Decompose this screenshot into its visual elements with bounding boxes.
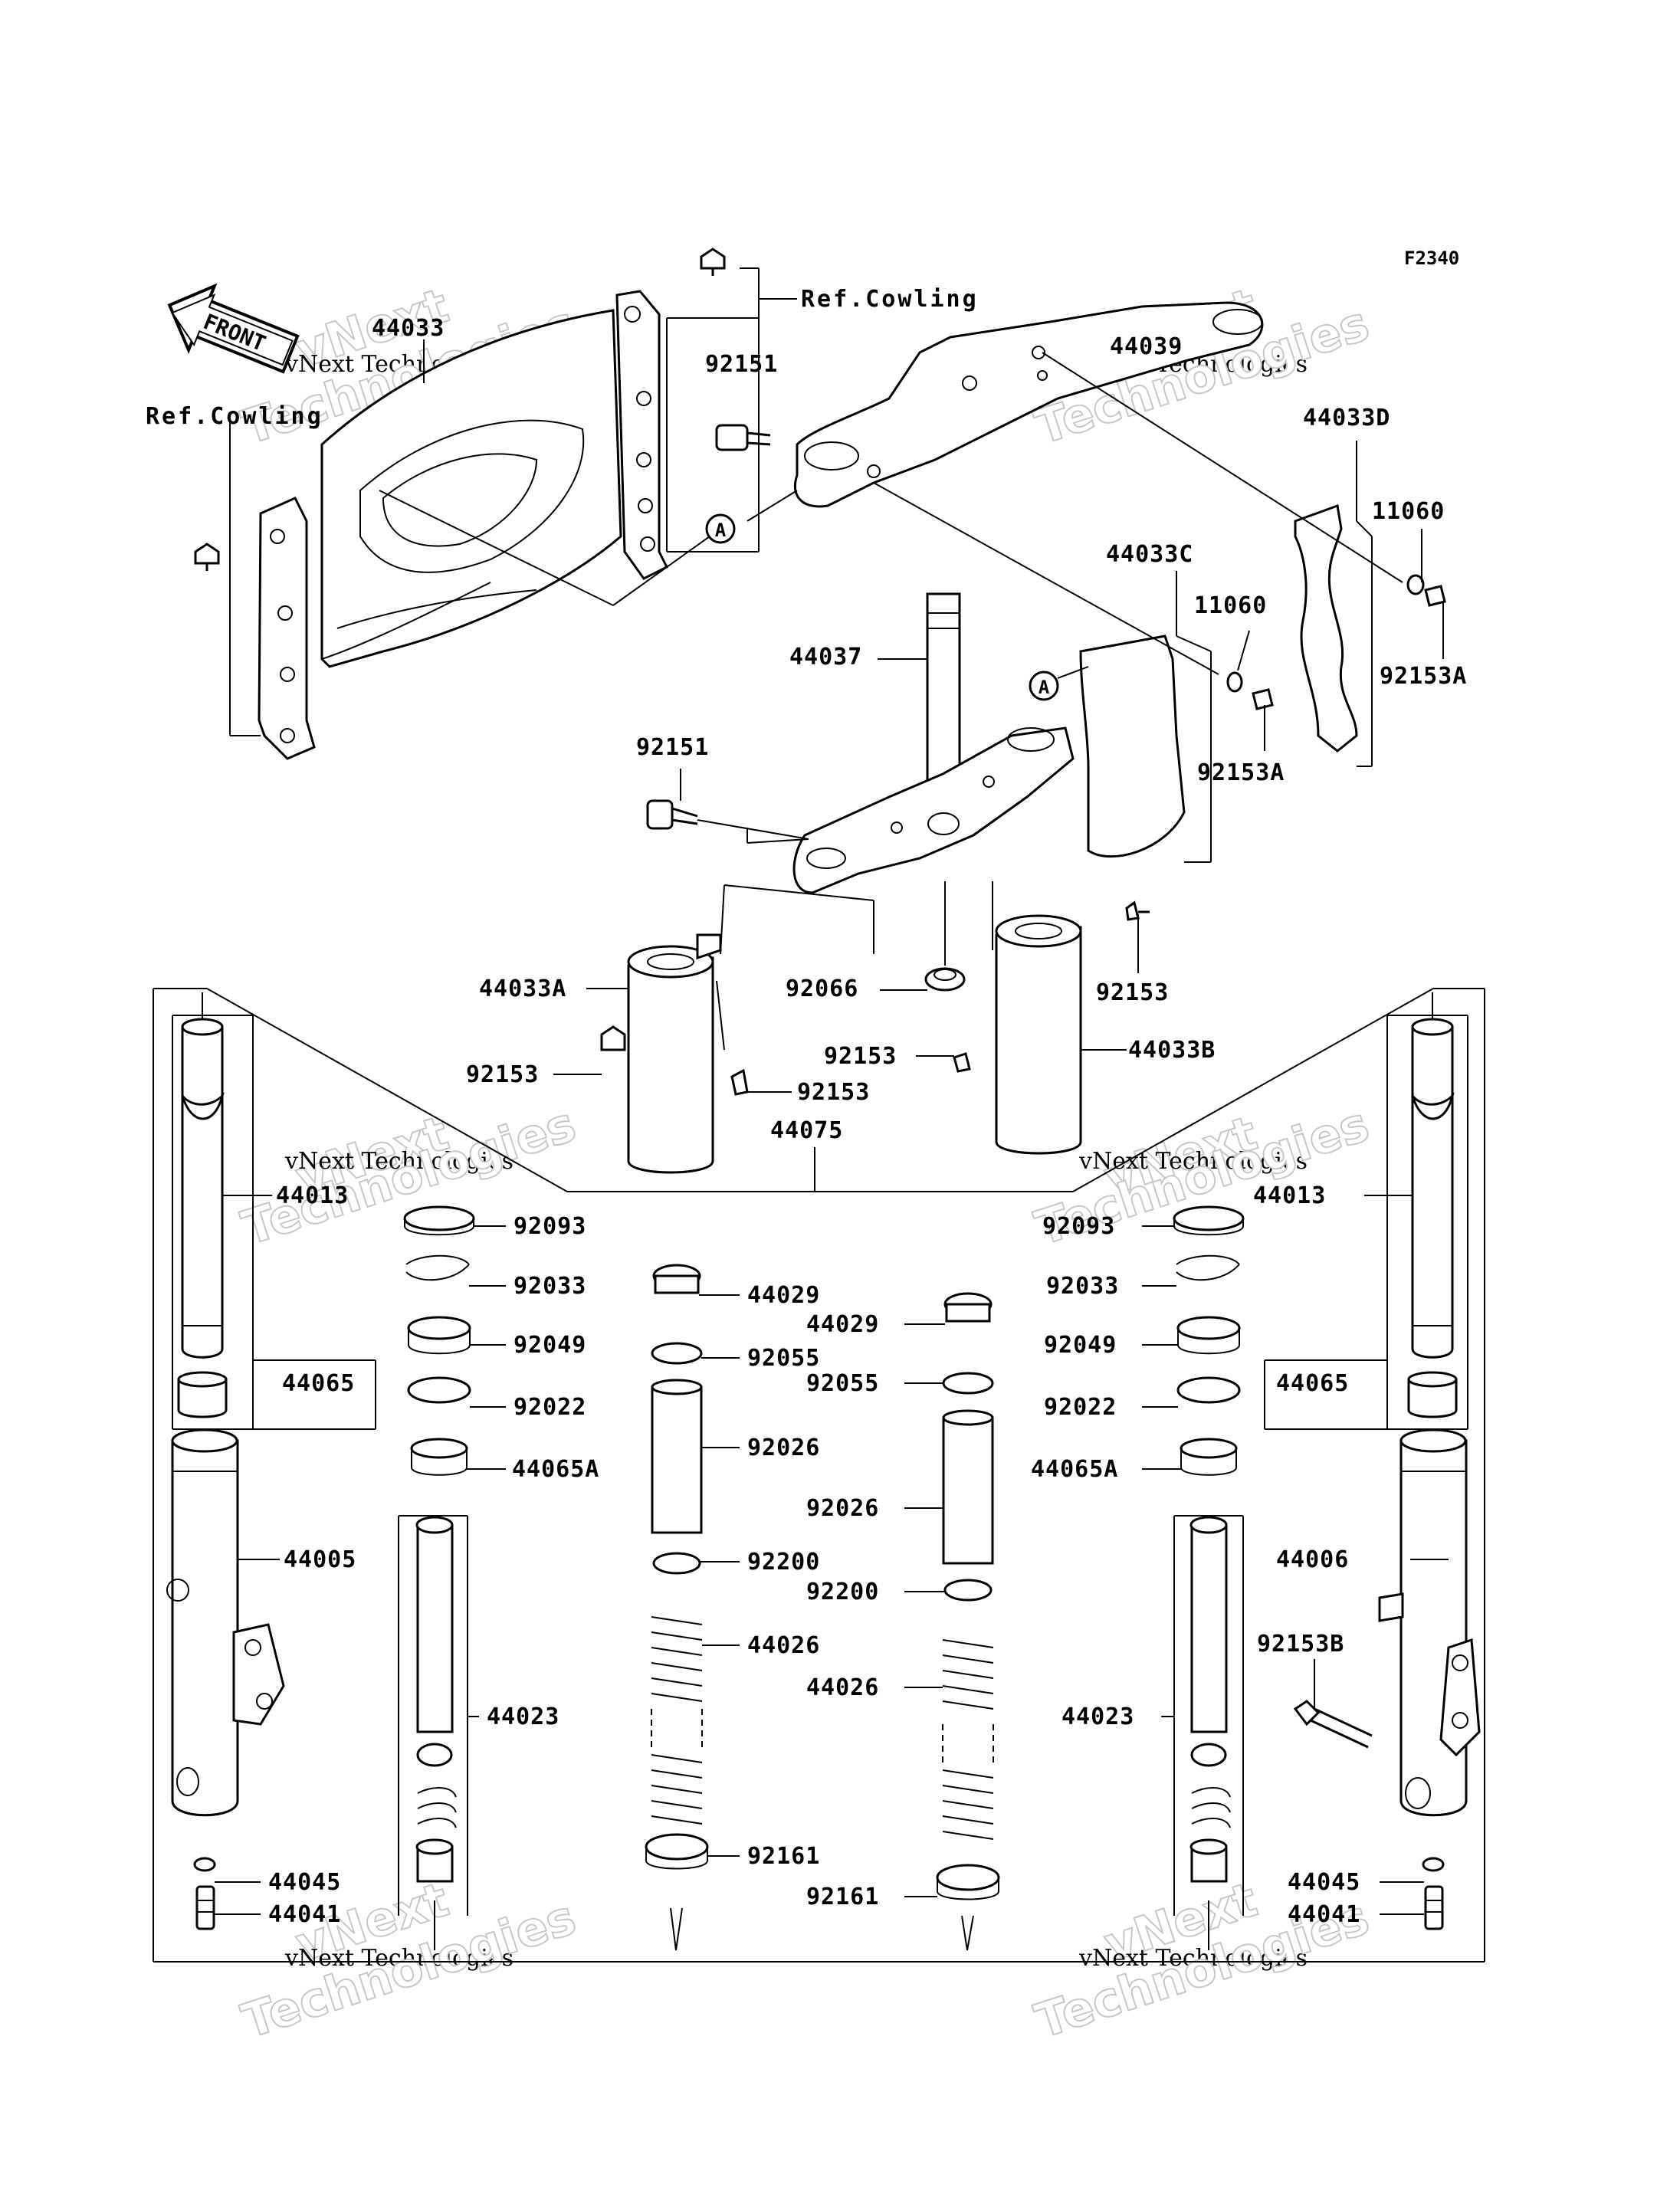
callout-a-mid: A: [1029, 671, 1059, 701]
cover-44033D: [1294, 503, 1446, 753]
part-label: 92055: [806, 1370, 879, 1397]
part-label: 44033: [372, 315, 445, 342]
part-label: 44065A: [512, 1456, 599, 1483]
part-label: 44006: [1276, 1546, 1349, 1573]
part-label: 92026: [747, 1435, 820, 1461]
part-label: 92153: [824, 1043, 897, 1070]
bolt-92151-top: [715, 424, 771, 451]
fork-left: [166, 1018, 285, 1930]
spring-column-left: [645, 1264, 709, 1870]
part-label: 92153: [466, 1061, 539, 1088]
part-label: 44033B: [1128, 1037, 1216, 1064]
part-label: 92022: [1044, 1394, 1117, 1421]
svg-text:vNext Technologies: vNext Technologies: [284, 1148, 514, 1175]
part-label: 92151: [705, 351, 778, 378]
part-label: 92153A: [1197, 759, 1285, 786]
part-label: 92153A: [1380, 663, 1467, 690]
part-label: 44023: [1061, 1703, 1134, 1730]
cover-44033B: [995, 914, 1082, 1155]
part-label: 44026: [747, 1632, 820, 1659]
part-label: 92151: [636, 734, 709, 761]
part-label: 44013: [1253, 1182, 1326, 1209]
part-label: 92049: [514, 1332, 586, 1359]
callout-a-top: A: [705, 513, 736, 544]
figure-code: F2340: [1404, 248, 1459, 269]
part-label: 92049: [1044, 1332, 1117, 1359]
part-label: 92066: [786, 976, 858, 1002]
part-label: 92161: [747, 1843, 820, 1870]
ref-cowling-left-label: Ref.Cowling: [146, 403, 323, 430]
front-arrow-icon: FRONT: [167, 283, 300, 374]
part-label: 92022: [514, 1394, 586, 1421]
part-label: 44075: [770, 1117, 843, 1144]
part-label: 44065A: [1031, 1456, 1118, 1483]
steering-stem-44037: [792, 592, 1075, 894]
part-label: 11060: [1194, 592, 1267, 619]
svg-text:vNext Technologies: vNext Technologies: [1078, 1945, 1308, 1972]
part-label: 92153: [797, 1079, 870, 1106]
part-label: 44033C: [1106, 541, 1193, 568]
damper-left: [403, 1205, 475, 1883]
part-label: 92153B: [1257, 1631, 1344, 1658]
part-label: 44029: [806, 1311, 879, 1338]
part-label: 44029: [747, 1282, 820, 1309]
svg-text:vNext Technologies: vNext Technologies: [284, 1945, 514, 1972]
part-label: 44041: [268, 1901, 341, 1928]
part-label: 44065: [282, 1370, 355, 1397]
screws-92153: [600, 900, 1150, 1096]
ref-cowling-top-label: Ref.Cowling: [801, 286, 979, 313]
part-label: 92055: [747, 1345, 820, 1372]
leader-lines: [153, 267, 1485, 1963]
nut-92066: [924, 967, 966, 992]
part-label: 92033: [514, 1273, 586, 1300]
part-label: 44005: [284, 1546, 356, 1573]
part-label: 44039: [1110, 333, 1183, 360]
part-label: 44045: [268, 1869, 341, 1896]
part-label: 92200: [806, 1579, 879, 1605]
svg-text:A: A: [715, 520, 727, 541]
cover-44033A: [627, 933, 722, 1174]
part-label: 92093: [514, 1213, 586, 1240]
fork-right: [1293, 1018, 1481, 1930]
part-label: 44033A: [479, 976, 566, 1002]
watermark-bottom-left: vNext vNext Technologies Technologies: [235, 1871, 583, 2050]
part-label: 44033D: [1303, 405, 1390, 431]
part-label: 44013: [276, 1182, 349, 1209]
part-label: 44041: [1288, 1901, 1360, 1928]
part-label: 92026: [806, 1495, 879, 1522]
bolt-92151-mid: [646, 799, 698, 830]
spring-column-right: [936, 1292, 1000, 1900]
part-label: 11060: [1372, 498, 1445, 525]
part-label: 44023: [487, 1703, 559, 1730]
part-labels: 44033 44039 92151 44033D 11060 44033C 11…: [268, 315, 1467, 1928]
part-label: 44045: [1288, 1869, 1360, 1896]
watermark-bottom-right: vNext vNext Technologies Technologies: [1028, 1871, 1376, 2050]
part-label: 44065: [1276, 1370, 1349, 1397]
part-label: 92161: [806, 1884, 879, 1910]
part-label: 92200: [747, 1549, 820, 1576]
part-label: 44026: [806, 1674, 879, 1701]
svg-text:A: A: [1039, 677, 1050, 698]
part-label: 44037: [789, 644, 862, 671]
part-label: 92153: [1096, 979, 1169, 1006]
cover-44033C: [1079, 635, 1274, 858]
upper-triple-clamp-44039: [793, 301, 1264, 508]
part-label: 92033: [1046, 1273, 1119, 1300]
svg-text:vNext Technologies: vNext Technologies: [1078, 1148, 1308, 1175]
damper-right: [1173, 1205, 1245, 1883]
upper-cowling-44033: [194, 248, 726, 760]
part-label: 92093: [1042, 1213, 1115, 1240]
